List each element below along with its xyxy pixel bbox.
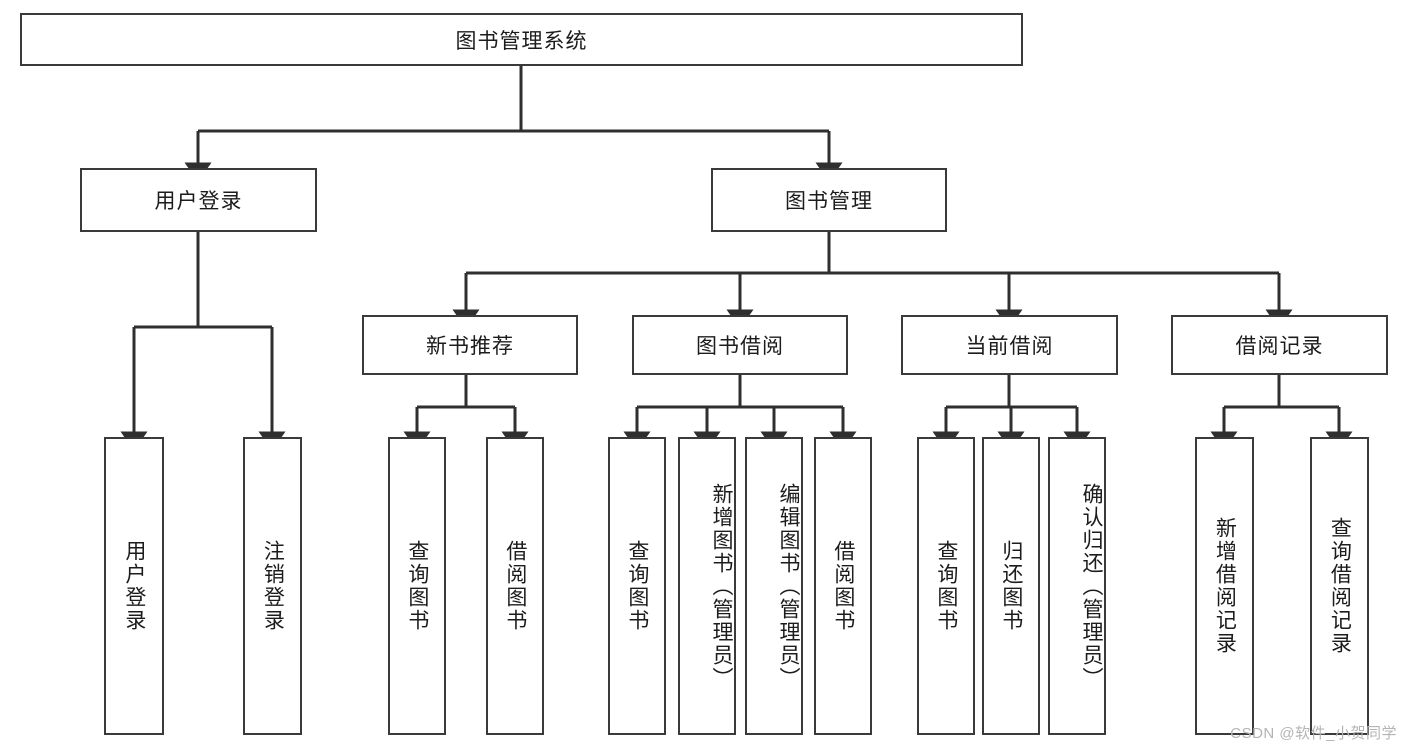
node-book-manage[interactable]: 图书管理	[711, 168, 947, 232]
node-borrow-record[interactable]: 借阅记录	[1171, 315, 1388, 375]
node-leaf-query-book-2[interactable]: 查询图书	[608, 437, 666, 735]
node-current-borrow[interactable]: 当前借阅	[901, 315, 1118, 375]
node-root[interactable]: 图书管理系统	[20, 13, 1023, 66]
node-user-login[interactable]: 用户登录	[80, 168, 317, 232]
node-leaf-logout[interactable]: 注销登录	[243, 437, 302, 735]
csdn-watermark: CSDN @软件_小贺同学	[1230, 725, 1397, 742]
node-leaf-borrow-book-2[interactable]: 借阅图书	[814, 437, 872, 735]
node-new-book-rec[interactable]: 新书推荐	[362, 315, 578, 375]
node-leaf-query-book-3[interactable]: 查询图书	[917, 437, 975, 735]
node-leaf-user-login[interactable]: 用户登录	[104, 437, 164, 735]
node-leaf-confirm-return[interactable]: 确认归还（管理员）	[1048, 437, 1106, 735]
node-leaf-borrow-book-1[interactable]: 借阅图书	[486, 437, 544, 735]
node-leaf-query-record[interactable]: 查询借阅记录	[1310, 437, 1369, 735]
node-leaf-query-book-1[interactable]: 查询图书	[388, 437, 446, 735]
node-leaf-return-book[interactable]: 归还图书	[982, 437, 1040, 735]
node-leaf-add-record[interactable]: 新增借阅记录	[1195, 437, 1254, 735]
node-book-borrow[interactable]: 图书借阅	[632, 315, 848, 375]
node-leaf-add-book[interactable]: 新增图书（管理员）	[678, 437, 736, 735]
node-leaf-edit-book[interactable]: 编辑图书（管理员）	[745, 437, 803, 735]
